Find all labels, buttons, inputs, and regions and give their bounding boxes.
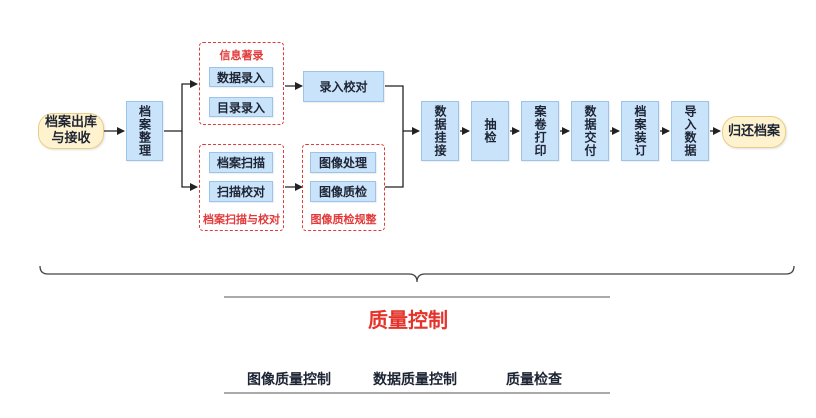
quality-item-inspection: 质量检查 bbox=[506, 372, 562, 388]
pipeline-delivery-node: 数据交付 bbox=[571, 101, 609, 161]
pipeline-data-link-node: 数据挂接 bbox=[421, 101, 459, 161]
start-node: 档案出库 与接收 bbox=[38, 113, 104, 149]
arrow-sort-to-info bbox=[164, 80, 198, 132]
scan-check-node: 扫描校对 bbox=[209, 181, 273, 202]
image-qc-node: 图像质检 bbox=[310, 181, 376, 202]
quality-item-data: 数据质量控制 bbox=[373, 372, 457, 388]
arrow-merge-top bbox=[385, 85, 404, 131]
end-node: 归还档案 bbox=[722, 116, 786, 148]
scan-group-label: 档案扫描与校对 bbox=[203, 213, 280, 226]
info-entry-group-label: 信息著录 bbox=[219, 49, 264, 62]
image-qc-group-label: 图像质检规整 bbox=[310, 213, 377, 226]
image-process-node: 图像处理 bbox=[310, 152, 376, 173]
pipeline-sampling-node: 抽检 bbox=[471, 101, 509, 161]
pipeline-binding-node: 档案装订 bbox=[621, 101, 659, 161]
arrow-merge-bottom bbox=[385, 131, 404, 188]
pipeline-print-node: 案卷打印 bbox=[521, 101, 559, 161]
data-entry-node: 数据录入 bbox=[209, 67, 273, 87]
arrow-sort-to-scan bbox=[181, 131, 198, 191]
quality-title: 质量控制 bbox=[368, 308, 448, 332]
image-qc-group bbox=[302, 144, 385, 231]
quality-item-image: 图像质量控制 bbox=[247, 372, 331, 388]
sort-node: 档案整理 bbox=[126, 101, 163, 161]
archive-scan-node: 档案扫描 bbox=[209, 152, 273, 173]
pipeline-import-node: 导入数据 bbox=[671, 101, 709, 161]
catalog-entry-node: 目录录入 bbox=[209, 97, 273, 117]
overall-brace bbox=[39, 265, 795, 283]
scan-group bbox=[199, 144, 284, 231]
info-entry-group bbox=[199, 42, 284, 125]
entry-check-node: 录入校对 bbox=[303, 71, 384, 102]
